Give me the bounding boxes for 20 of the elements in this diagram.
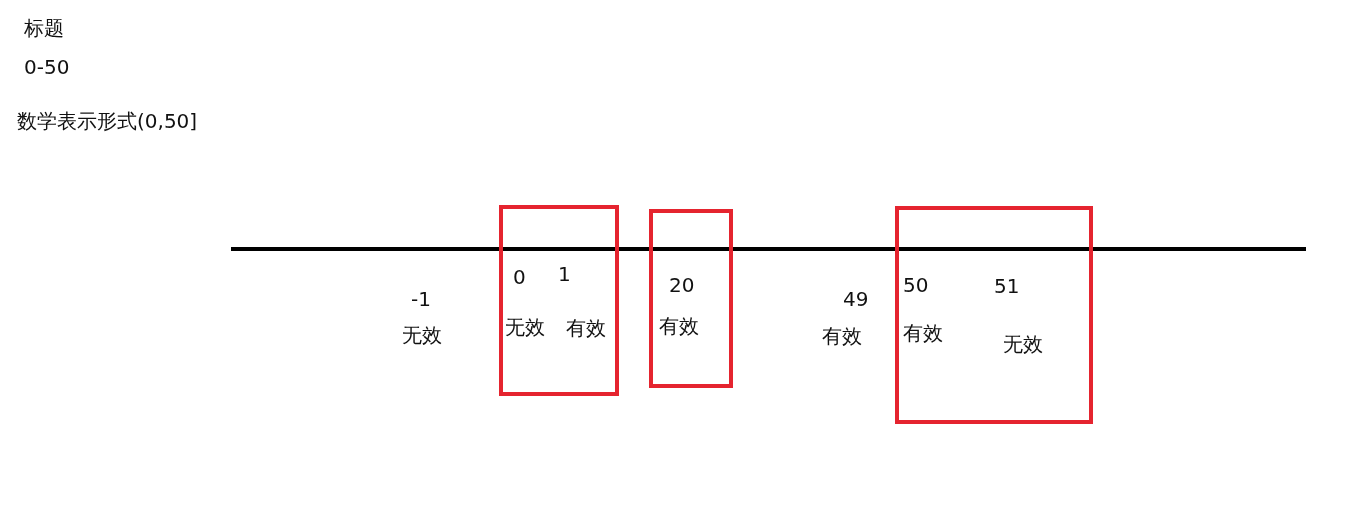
value-label: 有效 — [822, 324, 862, 348]
highlight-frame — [649, 209, 733, 388]
value-label: 50 — [903, 273, 929, 297]
value-label: -1 — [411, 287, 431, 311]
value-label: 51 — [994, 274, 1020, 298]
value-label: 无效 — [1003, 332, 1043, 356]
range-label: 0-50 — [24, 55, 70, 79]
value-label: 有效 — [566, 316, 606, 340]
notation-label: 数学表示形式(0,50] — [17, 109, 198, 133]
value-label: 1 — [558, 262, 571, 286]
value-label: 有效 — [903, 321, 943, 345]
highlight-frame — [499, 205, 619, 396]
highlight-frame — [895, 206, 1093, 424]
value-label: 有效 — [659, 314, 699, 338]
value-label: 0 — [513, 265, 526, 289]
value-label: 20 — [669, 273, 695, 297]
value-label: 49 — [843, 287, 869, 311]
value-label: 无效 — [505, 315, 545, 339]
value-label: 无效 — [402, 323, 442, 347]
heading: 标题 — [24, 16, 64, 40]
